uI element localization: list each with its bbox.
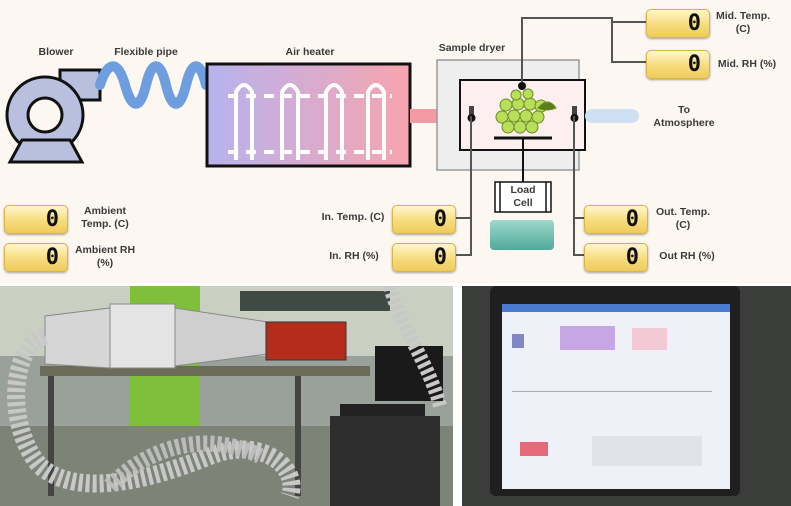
ambient-temp-label: Ambient Temp. (C) [81, 205, 129, 230]
dryer-monitoring-panel: Blower Flexible pipe Air heater Sample d… [0, 0, 791, 283]
mid-temp-display: 0 [646, 9, 710, 38]
load-cell-base [490, 220, 554, 250]
in-rh-display: 0 [392, 243, 456, 272]
flexible-pipe [95, 61, 211, 109]
in-temp-label: In. Temp. (C) [321, 211, 385, 223]
thermometer-icon [518, 82, 526, 90]
outlet-pipe [585, 109, 639, 123]
ambient-rh-label: Ambient RH (%) [74, 244, 136, 269]
hardware-setup-illustration [0, 286, 453, 506]
hardware-setup-photo [0, 286, 453, 506]
air-heater [205, 62, 412, 168]
out-rh-value: 0 [625, 245, 639, 270]
air-heater-label: Air heater [285, 46, 335, 58]
grapes-icon [495, 88, 557, 134]
mid-temp-label: Mid. Temp. (C) [715, 10, 771, 35]
out-rh-label: Out RH (%) [659, 250, 715, 262]
to-atmosphere-label: To Atmosphere [653, 104, 715, 129]
load-cell [494, 181, 552, 213]
mid-rh-value: 0 [687, 52, 701, 77]
in-rh-value: 0 [433, 245, 447, 270]
blower-icon [5, 68, 102, 164]
flexible-pipe-label: Flexible pipe [114, 46, 178, 58]
in-temp-display: 0 [392, 205, 456, 234]
dryer-schematic [5, 17, 647, 256]
ambient-rh-display: 0 [4, 243, 68, 272]
ambient-temp-display: 0 [4, 205, 68, 234]
out-rh-display: 0 [584, 243, 648, 272]
monitor-software-photo [462, 286, 791, 506]
monitor-illustration [462, 286, 791, 506]
in-temp-value: 0 [433, 207, 447, 232]
in-rh-label: In. RH (%) [329, 250, 379, 262]
ambient-temp-value: 0 [45, 207, 59, 232]
ambient-rh-value: 0 [45, 245, 59, 270]
sample-dryer-label: Sample dryer [438, 42, 506, 54]
mid-rh-display: 0 [646, 50, 710, 79]
out-temp-display: 0 [584, 205, 648, 234]
blower-label: Blower [38, 46, 74, 58]
heater-coils [228, 83, 392, 160]
sensor-wires [455, 17, 647, 256]
out-temp-value: 0 [625, 207, 639, 232]
mid-temp-value: 0 [687, 11, 701, 36]
mid-rh-label: Mid. RH (%) [717, 58, 777, 70]
load-cell-label: Load Cell [510, 184, 536, 209]
out-temp-label: Out. Temp. (C) [655, 206, 711, 231]
